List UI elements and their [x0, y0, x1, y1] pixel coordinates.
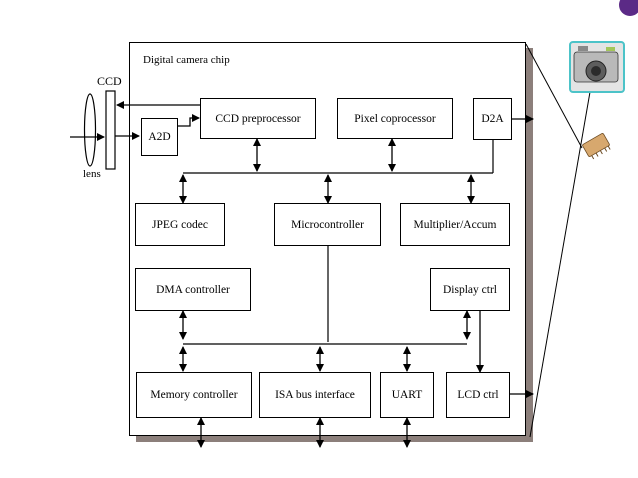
chip-title: Digital camera chip	[143, 54, 230, 66]
lens-icon	[83, 93, 97, 167]
uart-block: UART	[380, 372, 434, 418]
digital-camera-icon	[569, 41, 625, 93]
microcontroller-block: Microcontroller	[274, 203, 381, 246]
isa-bus-interface-block: ISA bus interface	[259, 372, 371, 418]
lcd-ctrl-block: LCD ctrl	[446, 372, 510, 418]
lens-label: lens	[83, 168, 101, 180]
jpeg-codec-block: JPEG codec	[135, 203, 225, 246]
multiplier-accum-block: Multiplier/Accum	[400, 203, 510, 246]
a2d-to-preproc-arrow	[178, 114, 200, 127]
ccd-label: CCD	[97, 74, 122, 88]
corner-logo	[619, 0, 638, 16]
memory-controller-block: Memory controller	[136, 372, 252, 418]
pixel-coprocessor-block: Pixel coprocessor	[337, 98, 453, 139]
ccd-preprocessor-block: CCD preprocessor	[200, 98, 316, 139]
upper-bus	[183, 140, 494, 174]
memory-chip-icon	[582, 133, 611, 160]
upper-bus-connectors	[179, 138, 475, 204]
dma-controller-block: DMA controller	[135, 268, 251, 311]
lower-bus-connectors	[179, 310, 471, 372]
ccd-sensor	[105, 90, 116, 170]
d2a-block: D2A	[473, 98, 512, 140]
camera-callout-lines	[525, 43, 591, 438]
external-io-connectors	[197, 417, 411, 448]
a2d-block: A2D	[141, 118, 178, 156]
display-ctrl-block: Display ctrl	[430, 268, 510, 311]
